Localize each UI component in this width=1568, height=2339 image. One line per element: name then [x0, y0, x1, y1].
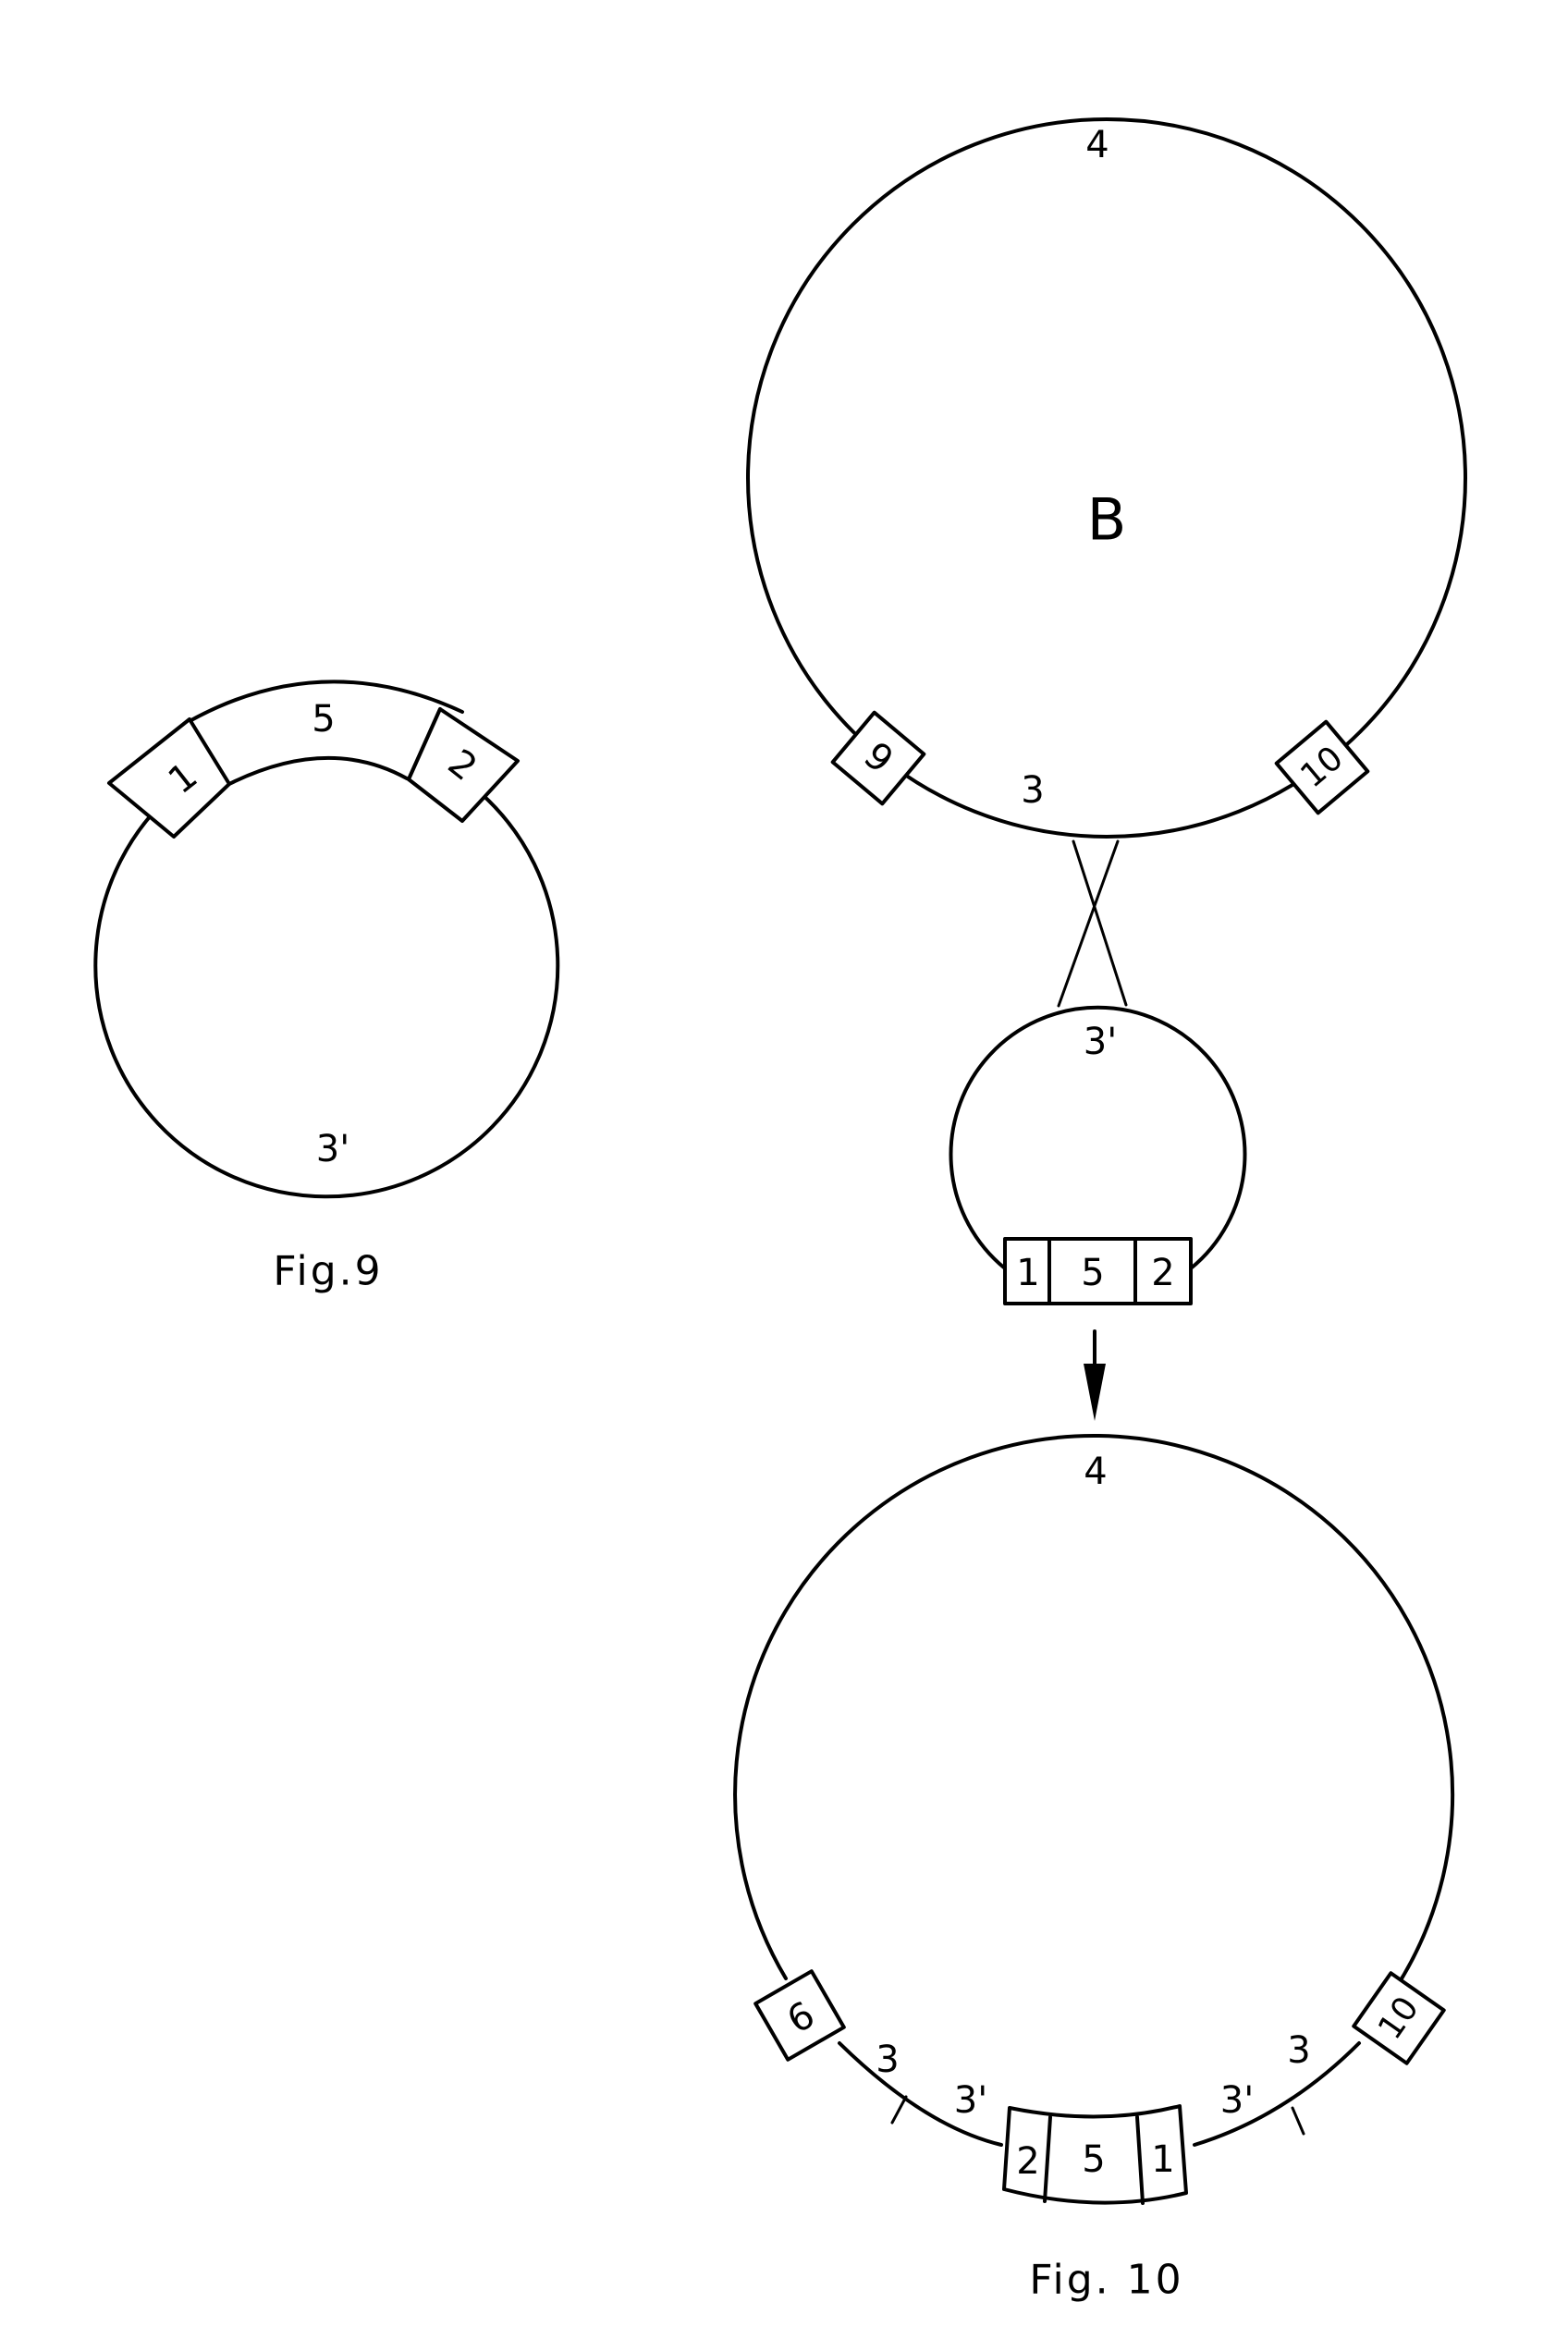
result-flank-10: 10	[1352, 1971, 1446, 2065]
result-divider-2	[1135, 2115, 1145, 2205]
donor-segment-5-label: 5	[1081, 1252, 1104, 1294]
donor-circle	[949, 1005, 1247, 1270]
result-segment-5-label: 5	[1082, 2138, 1105, 2181]
result-divider-1	[1043, 2115, 1052, 2203]
donor-homology-label: 3'	[1084, 1021, 1117, 1063]
down-arrow-icon	[1084, 1329, 1106, 1421]
plasmid-b-region-3-label: 3	[1021, 769, 1044, 812]
result-tick-left	[890, 2095, 908, 2125]
fig9-plasmid: 1 5 2 3'	[93, 680, 560, 1199]
result-region-3-left: 3	[876, 2039, 899, 2081]
fig9-circle	[93, 789, 560, 1199]
fig10-donor-plasmid: 1 5 2 3'	[949, 1005, 1247, 1305]
result-segment-1-label: 1	[1151, 2138, 1174, 2181]
plasmid-b-circle	[746, 117, 1467, 839]
plasmid-b-box-9	[830, 710, 926, 806]
result-box-10	[1352, 1971, 1446, 2065]
donor-segment-1-label: 1	[1016, 1252, 1039, 1294]
result-tick-right	[1291, 2106, 1305, 2136]
result-segment-2-label: 2	[1016, 2140, 1039, 2183]
result-region-3prime-right: 3'	[1220, 2079, 1254, 2122]
crossover-line-1	[1072, 839, 1128, 1007]
plasmid-b-flank-9: 9	[830, 710, 926, 806]
fig10-plasmid-b: 9 10 4 B 3	[746, 117, 1467, 839]
fig9-insert-outer-arc	[188, 680, 464, 723]
result-circle-upper	[733, 1434, 1455, 1990]
fig10-caption: Fig. 10	[1029, 2257, 1183, 2304]
result-flank-9: 9	[753, 1969, 846, 2062]
fig9-segment-2-box	[407, 707, 520, 823]
fig9-homology-label: 3'	[316, 1128, 349, 1170]
result-region-3-right: 3	[1287, 2029, 1310, 2072]
fig9-caption: Fig.9	[273, 1248, 383, 1295]
plasmid-b-name: B	[1087, 486, 1127, 554]
result-top-label: 4	[1084, 1451, 1107, 1493]
result-arc-left	[838, 2041, 1003, 2147]
fig9-segment-5-label: 5	[312, 698, 335, 741]
result-arc-right	[1193, 2041, 1361, 2147]
plasmid-b-box-10	[1274, 719, 1370, 815]
plasmid-b-flank-10: 10	[1274, 719, 1370, 815]
donor-segment-2-label: 2	[1151, 1252, 1174, 1294]
donor-insert-box	[1003, 1237, 1193, 1305]
plasmid-b-top-label: 4	[1085, 124, 1109, 166]
crossover-line-2	[1057, 839, 1120, 1008]
crossover-recombination	[1057, 839, 1128, 1008]
result-region-3prime-left: 3'	[954, 2079, 987, 2122]
fig10-result-plasmid: 9 10 2 5 1 4 3 3' 3' 3	[733, 1434, 1455, 2205]
fig9-segment-1-box	[107, 717, 231, 839]
fig9-insert-inner-arc	[227, 755, 409, 786]
result-box-9	[753, 1969, 846, 2062]
